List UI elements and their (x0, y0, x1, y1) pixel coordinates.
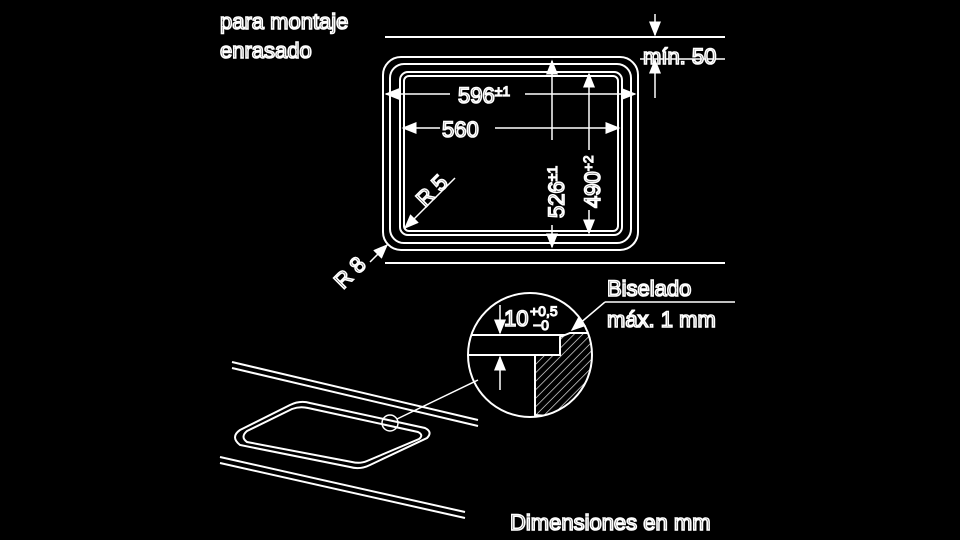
detail-marker (381, 414, 399, 432)
radius-outer-label: R 8 (329, 252, 371, 294)
detail-depth-label: 10 (504, 306, 528, 331)
perspective-view (219, 361, 479, 519)
inner-depth-label: 490+2 (580, 155, 605, 208)
detail-tol-plus: +0,5 (530, 303, 558, 319)
top-view-cutout (369, 14, 725, 264)
outer-width-label: 596±1 (458, 83, 510, 108)
inner-cutout (399, 71, 623, 236)
bevel-label-line1: Biselado (607, 276, 691, 301)
inner-width-label: 560 (442, 117, 479, 142)
outer-cutout (382, 56, 639, 251)
mounting-label-line2: enrasado (220, 38, 312, 63)
outer-depth-label: 526±1 (544, 166, 569, 218)
units-note: Dimensiones en mm (510, 510, 711, 535)
radius-inner-label: R 5 (411, 170, 453, 212)
bevel-label-line2: máx. 1 mm (607, 307, 716, 332)
min-depth-label: mín. 50 (643, 44, 716, 69)
mounting-label-line1: para montaje (220, 9, 348, 34)
detail-tol-minus: −0 (533, 317, 549, 333)
